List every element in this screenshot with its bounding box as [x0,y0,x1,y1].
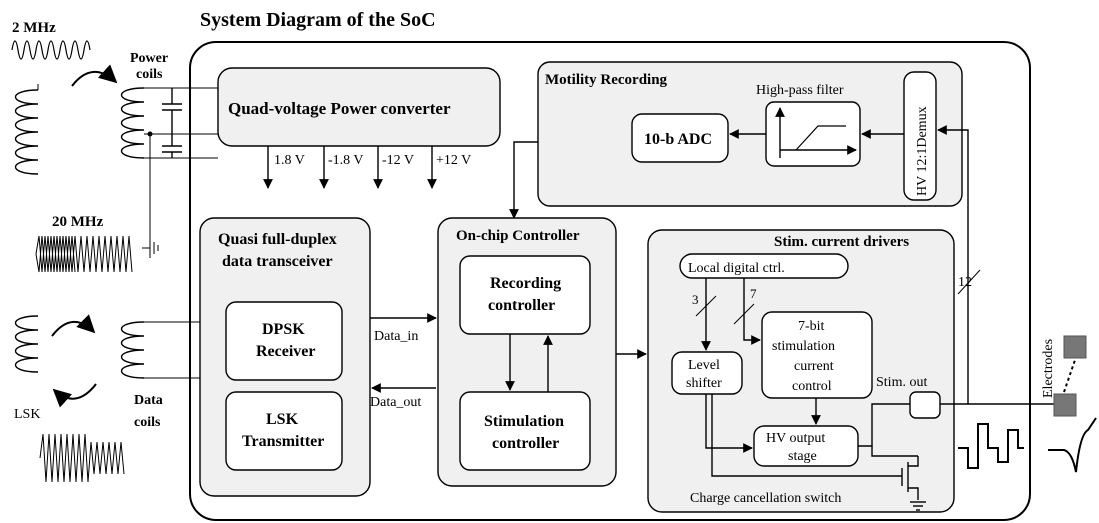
power-coils-label-1: Power [130,51,168,66]
lsk-tx-label-2: Transmitter [242,433,324,450]
ground-icon [142,238,159,258]
current-control-label-3: current [794,359,834,374]
lsk-tx-label-1: LSK [266,411,299,428]
adc-block [631,113,729,163]
voltage-rails: 1.8 V -1.8 V -12 V +12 V [263,146,471,189]
controller-title: On-chip Controller [456,228,580,244]
freq-20mhz-label: 20 MHz [52,214,104,230]
demux-label: HV 12:1Demux [915,106,930,196]
power-converter-block [217,67,501,147]
rail-neg1v8: -1.8 V [328,153,364,168]
bus-3-label: 3 [692,292,699,307]
electrodes-label: Electrodes [1041,339,1056,398]
data-coils-label-2: coils [134,415,161,430]
stim-out-pad [909,391,941,419]
stim-drivers-title: Stim. current drivers [774,234,909,250]
stim-pulse-waveform-icon [958,423,1024,469]
recorded-signal-waveform-icon [1048,417,1097,473]
data-coils-label-1: Data [134,393,163,408]
level-shifter-label-1: Level [688,358,720,373]
lsk-label: LSK [14,407,40,422]
transceiver-title-1: Quasi full-duplex [218,231,337,248]
local-digital-ctrl-label: Local digital ctrl. [688,261,785,276]
lsk-transmitter-block [225,391,343,471]
stimulation-controller-label-2: controller [492,435,559,452]
hv-output-label-2: stage [788,449,817,464]
current-control-label-4: control [792,379,832,394]
sine-2mhz-icon [11,40,91,60]
curved-arrow-icon [71,64,118,87]
motility-recording-title: Motility Recording [545,72,668,88]
charge-cancel-label: Charge cancellation switch [690,491,841,506]
capacitor-icon [162,88,182,158]
power-converter-label: Quad-voltage Power converter [228,99,451,118]
level-shifter-label-2: shifter [686,376,722,391]
dpsk-waveform-icon-2 [35,235,76,273]
stimulation-controller-block [459,391,591,471]
dpsk-label-1: DPSK [262,321,305,338]
stimulation-controller-label-1: Stimulation [484,413,564,430]
electrodes-icon [1053,335,1087,417]
current-control-block [761,311,873,399]
rail-1v8: 1.8 V [274,153,305,168]
recording-controller-block [459,255,591,335]
freq-2mhz-label: 2 MHz [12,20,56,36]
dpsk-waveform-icon [35,235,133,273]
hpf-label: High-pass filter [756,83,844,98]
hv-output-label-1: HV output [766,431,825,446]
adc-label: 10-b ADC [644,131,712,148]
rail-neg12v: -12 V [382,153,414,168]
current-control-label-1: 7-bit [798,319,825,334]
bus-12-label: 12 [958,275,972,290]
secondary-data-coil-icon [121,321,145,379]
data-out-label: Data_out [370,395,421,410]
charge-cancel-switch-icon [901,456,926,511]
secondary-power-coil-icon [121,87,145,159]
recording-controller-label-2: controller [488,297,555,314]
current-control-label-2: stimulation [772,339,835,354]
dpsk-receiver-block [225,301,343,381]
dpsk-label-2: Receiver [256,343,316,360]
primary-data-coil-icon [15,315,39,373]
lsk-waveform-icon [39,433,125,483]
recording-controller-label-1: Recording [490,275,561,292]
power-coils-label-2: coils [136,67,163,82]
bus-7-label: 7 [750,286,757,301]
demux-block [903,71,937,201]
rail-pos12v: +12 V [436,153,471,168]
curved-arrow-lsk-icon [52,383,97,408]
stim-out-label: Stim. out [876,375,927,390]
diagram-title: System Diagram of the SoC [200,9,436,31]
transceiver-title-2: data transceiver [222,253,333,270]
level-shifter-block [671,351,743,395]
primary-power-coil-icon [15,89,39,175]
curved-arrow-data-icon [51,314,96,337]
hpf-response-icon [775,107,857,158]
left-coils-area: 2 MHz Power coils [11,20,218,483]
local-digital-ctrl-block [679,253,849,279]
data-in-label: Data_in [374,329,418,344]
